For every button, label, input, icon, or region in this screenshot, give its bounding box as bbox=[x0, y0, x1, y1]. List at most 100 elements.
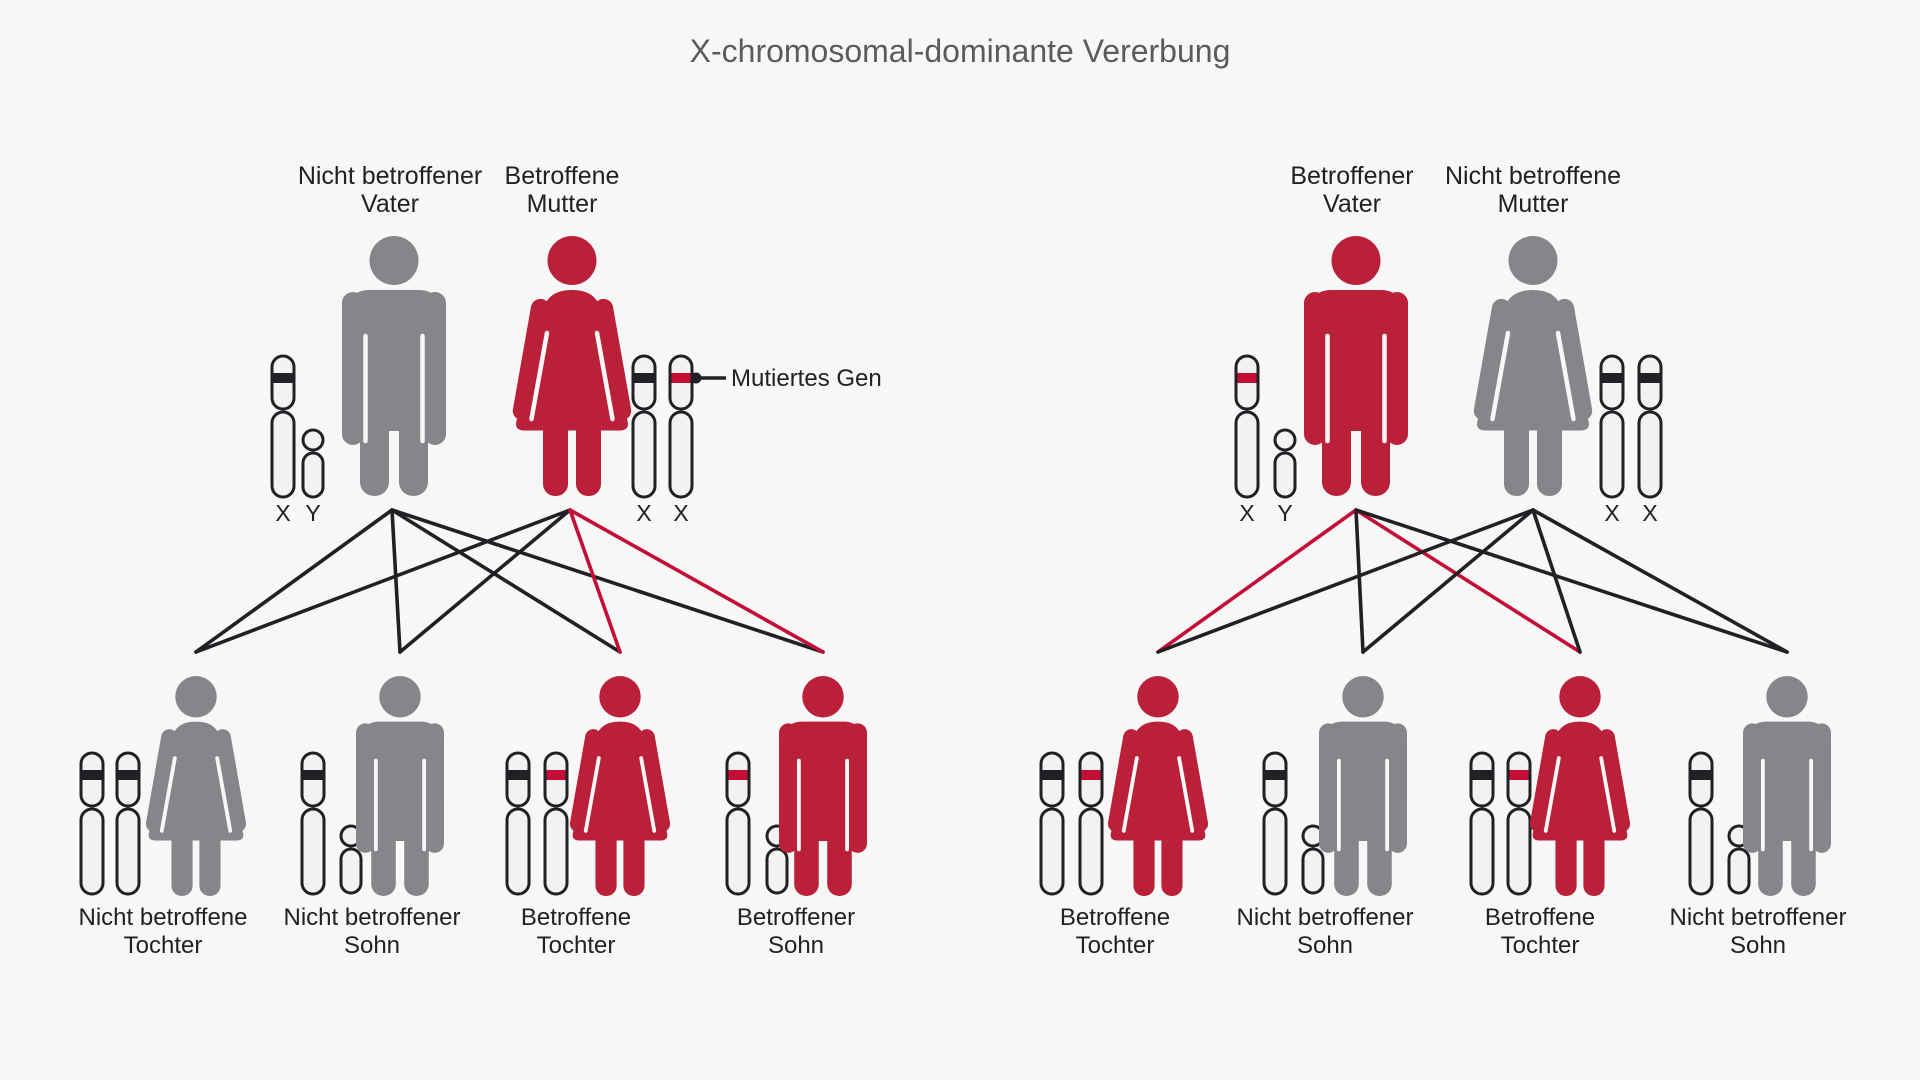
right-child-1-label-line2: Tochter bbox=[1076, 932, 1155, 959]
gene-band bbox=[1265, 770, 1285, 780]
left-child-4-label-line1: Betroffener bbox=[737, 904, 855, 931]
right-father-label-line2: Vater bbox=[1323, 190, 1381, 218]
line-mother-child4 bbox=[568, 508, 825, 654]
left-child-3-label-line1: Betroffene bbox=[521, 904, 631, 931]
line-mother-child3 bbox=[1531, 508, 1582, 654]
line-mother-child1 bbox=[194, 508, 572, 654]
callout-dot bbox=[690, 372, 702, 384]
right-child-1-figure bbox=[1104, 674, 1212, 898]
right-mother-label-line2: Mutter bbox=[1498, 190, 1569, 218]
left-child-2-label-line2: Sohn bbox=[344, 932, 400, 959]
left-child-1-label-line1: Nicht betroffene bbox=[79, 904, 248, 931]
line-mother-child4 bbox=[1531, 508, 1789, 654]
mutated-gene-band bbox=[728, 770, 748, 780]
mutated-gene-band bbox=[671, 373, 691, 383]
right-inheritance-lines bbox=[1156, 508, 1789, 654]
left-mother-label-line1: Betroffene bbox=[505, 162, 620, 190]
right-child-1-label-line1: Betroffene bbox=[1060, 904, 1170, 931]
left-father-y-label: Y bbox=[305, 500, 320, 526]
right-child-2-label-line1: Nicht betroffener bbox=[1237, 904, 1414, 931]
right-father-figure bbox=[1304, 236, 1408, 496]
left-child-1: Nicht betroffene Tochter bbox=[79, 674, 250, 959]
left-child-2-figure bbox=[354, 674, 446, 898]
right-father-label-line1: Betroffener bbox=[1290, 162, 1413, 190]
gene-band bbox=[508, 770, 528, 780]
left-father-label-line2: Vater bbox=[361, 190, 419, 218]
right-father-x-label: X bbox=[1239, 500, 1254, 526]
line-father-child2 bbox=[390, 508, 402, 654]
right-child-3-label-line1: Betroffene bbox=[1485, 904, 1595, 931]
mutated-gene-band bbox=[1237, 373, 1257, 383]
line-father-child1 bbox=[1156, 508, 1358, 654]
gene-band bbox=[1472, 770, 1492, 780]
line-father-child4 bbox=[390, 508, 825, 654]
mutated-gene-callout: Mutiertes Gen bbox=[690, 365, 882, 392]
left-child-2: Nicht betroffener Sohn bbox=[284, 674, 461, 959]
right-father-y-label: Y bbox=[1277, 500, 1292, 526]
right-child-1: Betroffene Tochter bbox=[1039, 674, 1212, 959]
left-mother-x2-label: X bbox=[673, 500, 688, 526]
left-child-4-figure bbox=[777, 674, 869, 898]
right-child-3-figure bbox=[1526, 674, 1634, 898]
gene-band bbox=[634, 373, 654, 383]
right-child-2-label-line2: Sohn bbox=[1297, 932, 1353, 959]
right-child-2-figure bbox=[1317, 674, 1409, 898]
line-father-child2 bbox=[1354, 508, 1365, 654]
left-child-4-label-line2: Sohn bbox=[768, 932, 824, 959]
left-mother-x2-chromosome bbox=[668, 354, 694, 499]
gene-band bbox=[82, 770, 102, 780]
left-father-x-label: X bbox=[275, 500, 290, 526]
left-mother-figure bbox=[511, 236, 632, 496]
left-child-2-label-line1: Nicht betroffener bbox=[284, 904, 461, 931]
right-panel: Betroffener Vater Nicht betroffene Mutte… bbox=[1039, 162, 1847, 959]
left-mother-x1-chromosome bbox=[631, 354, 657, 499]
line-father-child3 bbox=[1354, 508, 1582, 654]
right-mother-x1-label: X bbox=[1604, 500, 1619, 526]
line-father-child4 bbox=[1354, 508, 1789, 654]
gene-band bbox=[1042, 770, 1062, 780]
right-child-4-label-line2: Sohn bbox=[1730, 932, 1786, 959]
left-child-3-figure bbox=[566, 674, 674, 898]
right-child-4-figure bbox=[1741, 674, 1833, 898]
left-mother-x1-label: X bbox=[636, 500, 651, 526]
left-inheritance-lines bbox=[194, 508, 825, 654]
left-panel: Nicht betroffener Vater Betroffene Mutte… bbox=[79, 162, 882, 959]
right-mother-x1-chromosome bbox=[1599, 354, 1625, 499]
gene-band bbox=[118, 770, 138, 780]
left-father-figure bbox=[342, 236, 446, 496]
gene-band bbox=[273, 373, 293, 383]
left-mother-label-line2: Mutter bbox=[527, 190, 598, 218]
right-mother-x2-label: X bbox=[1642, 500, 1657, 526]
left-father-y-chromosome bbox=[301, 428, 325, 499]
right-child-3: Betroffene Tochter bbox=[1469, 674, 1634, 959]
mutated-gene-band bbox=[1081, 770, 1101, 780]
left-child-3: Betroffene Tochter bbox=[505, 674, 674, 959]
page-title: X-chromosomal-dominante Vererbung bbox=[690, 33, 1231, 69]
line-mother-child1 bbox=[1156, 508, 1535, 654]
line-father-child1 bbox=[194, 508, 394, 654]
left-father-label-line1: Nicht betroffener bbox=[298, 162, 482, 190]
right-child-3-label-line2: Tochter bbox=[1501, 932, 1580, 959]
line-mother-child3 bbox=[568, 508, 622, 654]
right-father-x-chromosome bbox=[1234, 354, 1260, 499]
line-mother-child2 bbox=[1361, 508, 1535, 654]
left-child-3-label-line2: Tochter bbox=[537, 932, 616, 959]
right-child-2: Nicht betroffener Sohn bbox=[1237, 674, 1414, 959]
left-father-x-chromosome bbox=[270, 354, 296, 499]
mutated-gene-band bbox=[1509, 770, 1529, 780]
right-child-4-label-line1: Nicht betroffener bbox=[1670, 904, 1847, 931]
gene-band bbox=[1691, 770, 1711, 780]
right-mother-label-line1: Nicht betroffene bbox=[1445, 162, 1621, 190]
right-mother-x2-chromosome bbox=[1637, 354, 1663, 499]
gene-band bbox=[303, 770, 323, 780]
gene-band bbox=[1602, 373, 1622, 383]
right-father-y-chromosome bbox=[1273, 428, 1297, 499]
left-child-1-figure bbox=[142, 674, 250, 898]
left-child-1-label-line2: Tochter bbox=[124, 932, 203, 959]
line-father-child3 bbox=[390, 508, 622, 654]
mutated-gene-band bbox=[546, 770, 566, 780]
right-mother-figure bbox=[1472, 236, 1593, 496]
line-mother-child2 bbox=[398, 508, 572, 654]
gene-band bbox=[1640, 373, 1660, 383]
